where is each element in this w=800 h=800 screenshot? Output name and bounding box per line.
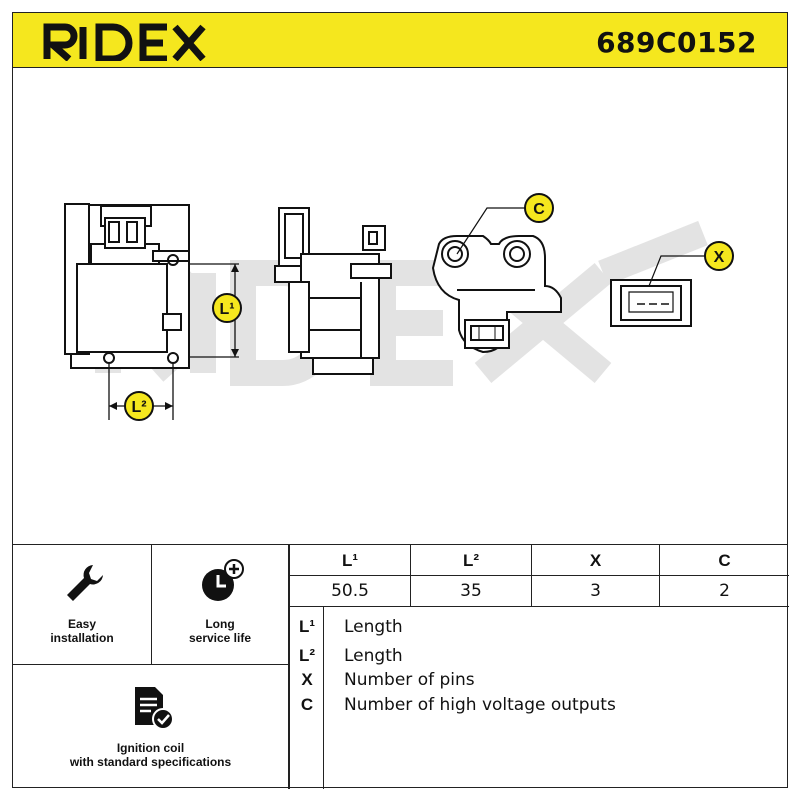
feature-standard-specifications: Ignition coil with standard specificatio… [13, 665, 289, 789]
spec-table-header-row: L¹ L² X C [289, 545, 789, 576]
spec-header-c: C [659, 545, 789, 576]
spec-panel: Easy installation Long service life Igni… [12, 544, 789, 789]
ridex-logo [43, 23, 206, 61]
feature-label-line1: Long [205, 617, 235, 631]
feature-long-service-life: Long service life [152, 545, 289, 665]
legend-item: C Number of high voltage outputs [290, 693, 790, 717]
header-bar: 689C0152 [12, 12, 788, 68]
legend-symbol: X [301, 670, 313, 689]
callout-c-label: C [533, 201, 545, 218]
legend-symbol-column [290, 607, 324, 789]
feature-label-line2: with standard specifications [69, 755, 232, 769]
spec-header-x: X [531, 545, 659, 576]
callout-x [704, 241, 734, 271]
wrench-icon [67, 565, 103, 601]
spec-value-x: 3 [531, 576, 659, 607]
legend-symbol: L¹ [298, 617, 316, 636]
spec-value-c: 2 [659, 576, 789, 607]
spec-table-value-row: 50.5 35 3 2 [289, 576, 789, 607]
coil-drawing: L¹ L² C X [64, 193, 734, 421]
legend-description: Number of pins [344, 670, 475, 690]
callout-l2-label: L² [131, 399, 146, 416]
legend-symbol: C [300, 695, 314, 714]
callout-l2 [124, 391, 154, 421]
feature-easy-installation: Easy installation [13, 545, 152, 665]
legend-description: Length [344, 617, 403, 637]
feature-label-line1: Easy [67, 617, 97, 631]
feature-label-line2: service life [188, 631, 252, 645]
spec-value-l2: 35 [410, 576, 531, 607]
feature-label-line1: Ignition coil [116, 741, 185, 755]
spec-header-l2: L² [410, 545, 531, 576]
legend-symbol: L² [298, 646, 316, 665]
spec-table: L¹ L² X C 50.5 35 3 2 [289, 545, 789, 607]
technical-drawing: L¹ L² C X [12, 68, 788, 544]
callout-c [524, 193, 554, 223]
clock-plus-icon [202, 559, 244, 601]
spec-header-l1: L¹ [289, 545, 410, 576]
legend-description: Length [344, 646, 403, 666]
legend-description: Number of high voltage outputs [344, 695, 616, 715]
document-check-icon [135, 687, 174, 730]
callout-x-label: X [714, 249, 725, 266]
callout-l1-label: L¹ [219, 301, 234, 318]
spec-legend: L¹ Length L² Length X Number of pins C N… [289, 607, 789, 789]
legend-item: L² Length [290, 644, 790, 668]
feature-label-line2: installation [50, 631, 114, 645]
callout-l1 [212, 293, 242, 323]
legend-item: L¹ Length [290, 615, 790, 639]
legend-item: X Number of pins [290, 668, 790, 692]
spec-value-l1: 50.5 [289, 576, 410, 607]
part-number: 689C0152 [596, 26, 757, 59]
